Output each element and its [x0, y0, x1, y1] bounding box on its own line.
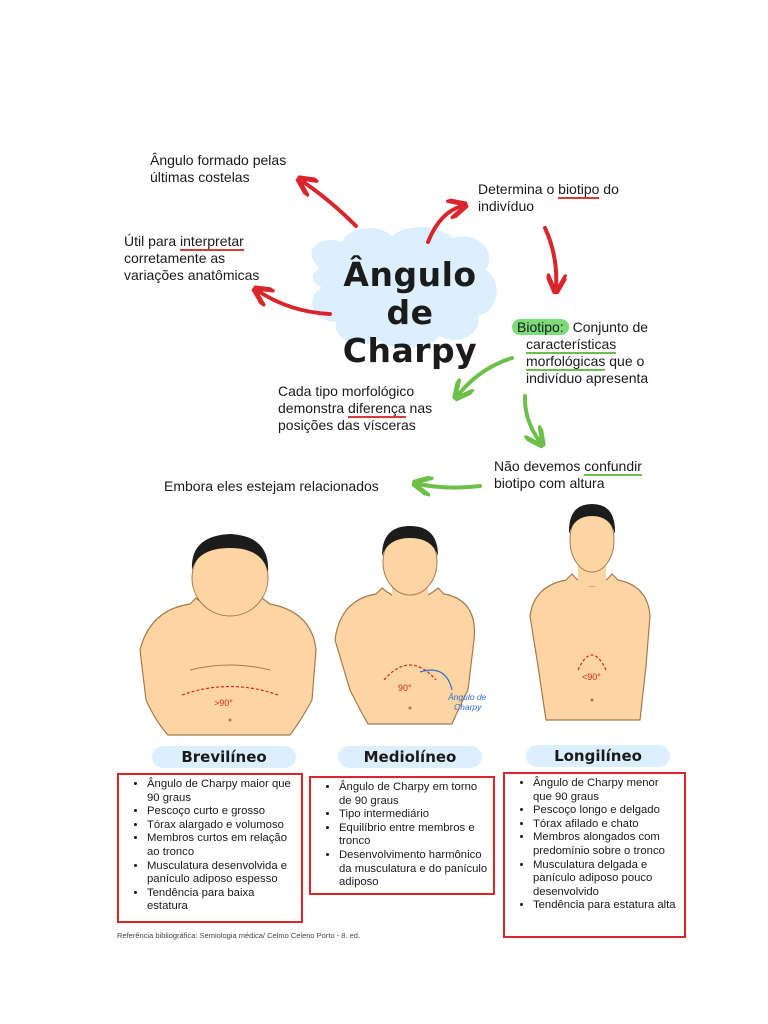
note-text: Cada tipo morfológico	[278, 383, 415, 399]
longilineo-angle-label: <90°	[582, 672, 601, 682]
central-title: Ângulo de Charpy	[330, 256, 490, 370]
list-item: Pescoço longo e delgado	[533, 804, 680, 818]
highlight-caracteristicas: características	[526, 336, 617, 354]
note-text: do	[599, 181, 619, 197]
mediolineo-figure	[334, 526, 476, 725]
mediolineo-angle-label: 90°	[398, 683, 412, 693]
note-text: corretamente as	[124, 250, 226, 266]
annotation-line: Ângulo de	[448, 692, 487, 702]
list-item: Tórax afilado e chato	[533, 818, 680, 832]
mediolineo-box: Ângulo de Charpy em torno de 90 graus Ti…	[309, 776, 495, 895]
note-text: Não devemos	[494, 458, 585, 474]
note-morphology: Cada tipo morfológico demonstra diferenç…	[278, 383, 432, 434]
list-item: Tendência para baixa estatura	[147, 887, 297, 914]
highlight-morfologicas: morfológicas	[526, 353, 606, 371]
list-item: Equilíbrio entre membros e tronco	[339, 822, 489, 849]
title-line-1: Ângulo de	[343, 255, 477, 332]
brevilineo-box: Ângulo de Charpy maior que 90 graus Pesc…	[117, 773, 303, 923]
bibliographic-reference: Referência bibliográfica: Semiologia méd…	[117, 931, 361, 940]
list-item: Ângulo de Charpy em torno de 90 graus	[339, 781, 489, 808]
longilineo-label: Longilíneo	[526, 745, 670, 767]
list-item: Ângulo de Charpy menor que 90 graus	[533, 777, 680, 804]
note-text: nas	[405, 400, 433, 416]
arrow-to-mid-left	[458, 356, 514, 395]
note-text: demonstra	[278, 400, 349, 416]
note-text: indivíduo apresenta	[526, 370, 649, 386]
note-related: Embora eles estejam relacionados	[164, 478, 379, 494]
note-text: últimas costelas	[150, 169, 250, 185]
biotipo-label: Biotipo:	[512, 319, 569, 335]
highlight-biotipo: biotipo	[558, 181, 600, 199]
list-item: Musculatura desenvolvida e panículo adip…	[147, 860, 297, 887]
list-item: Tendência para estatura alta	[533, 899, 680, 913]
list-item: Tipo intermediário	[339, 808, 489, 822]
arrow-to-top-left	[302, 181, 358, 228]
brevilineo-label: Brevilíneo	[152, 746, 296, 768]
note-dont-confuse: Não devemos confundir biotipo com altura	[494, 458, 642, 492]
list-item: Membros curtos em relação ao tronco	[147, 832, 297, 859]
longilineo-box: Ângulo de Charpy menor que 90 graus Pesc…	[503, 772, 686, 938]
arrow-to-confundir	[522, 394, 540, 442]
arrow-to-biotipo	[543, 226, 556, 288]
note-text: Ângulo formado pelas	[150, 152, 287, 168]
brevilineo-angle-label: >90°	[214, 698, 233, 708]
note-text: variações anatômicas	[124, 267, 260, 283]
list-item: Musculatura delgada e panículo adiposo p…	[533, 859, 680, 900]
annotation-line: Charpy	[454, 702, 482, 712]
list-item: Membros alongados com predomínio sobre o…	[533, 831, 680, 858]
brevilineo-figure	[139, 534, 317, 736]
note-text: posições das vísceras	[278, 417, 416, 433]
note-text: Determina o	[478, 181, 559, 197]
list-item: Tórax alargado e volumoso	[147, 819, 297, 833]
note-text: que o	[605, 353, 645, 369]
list-item: Ângulo de Charpy maior que 90 graus	[147, 778, 297, 805]
title-line-2: Charpy	[342, 331, 478, 370]
note-text: Útil para	[124, 233, 181, 249]
list-item: Desenvolvimento harmônico da musculatura…	[339, 849, 489, 890]
highlight-confundir: confundir	[584, 458, 642, 476]
longilineo-figure	[529, 504, 651, 721]
note-usefulness: Útil para interpretar corretamente as va…	[124, 233, 259, 284]
list-item: Pescoço curto e grosso	[147, 805, 297, 819]
arrow-to-left	[258, 291, 332, 316]
note-determines-biotype: Determina o biotipo do indivíduo	[478, 181, 619, 215]
note-text: Conjunto de	[568, 319, 649, 335]
note-angle-definition: Ângulo formado pelas últimas costelas	[150, 152, 286, 186]
note-text: biotipo com altura	[494, 475, 605, 491]
angle-annotation: Ângulo de Charpy	[448, 692, 486, 712]
arrow-to-top-right	[426, 206, 462, 244]
note-text: indivíduo	[478, 198, 535, 214]
highlight-diferenca: diferença	[348, 400, 406, 418]
note-biotipo-definition: Biotipo: Conjunto de características mor…	[512, 319, 648, 387]
highlight-interpretar: interpretar	[180, 233, 244, 251]
mediolineo-label: Mediolíneo	[338, 746, 482, 768]
arrow-to-related	[418, 484, 482, 488]
